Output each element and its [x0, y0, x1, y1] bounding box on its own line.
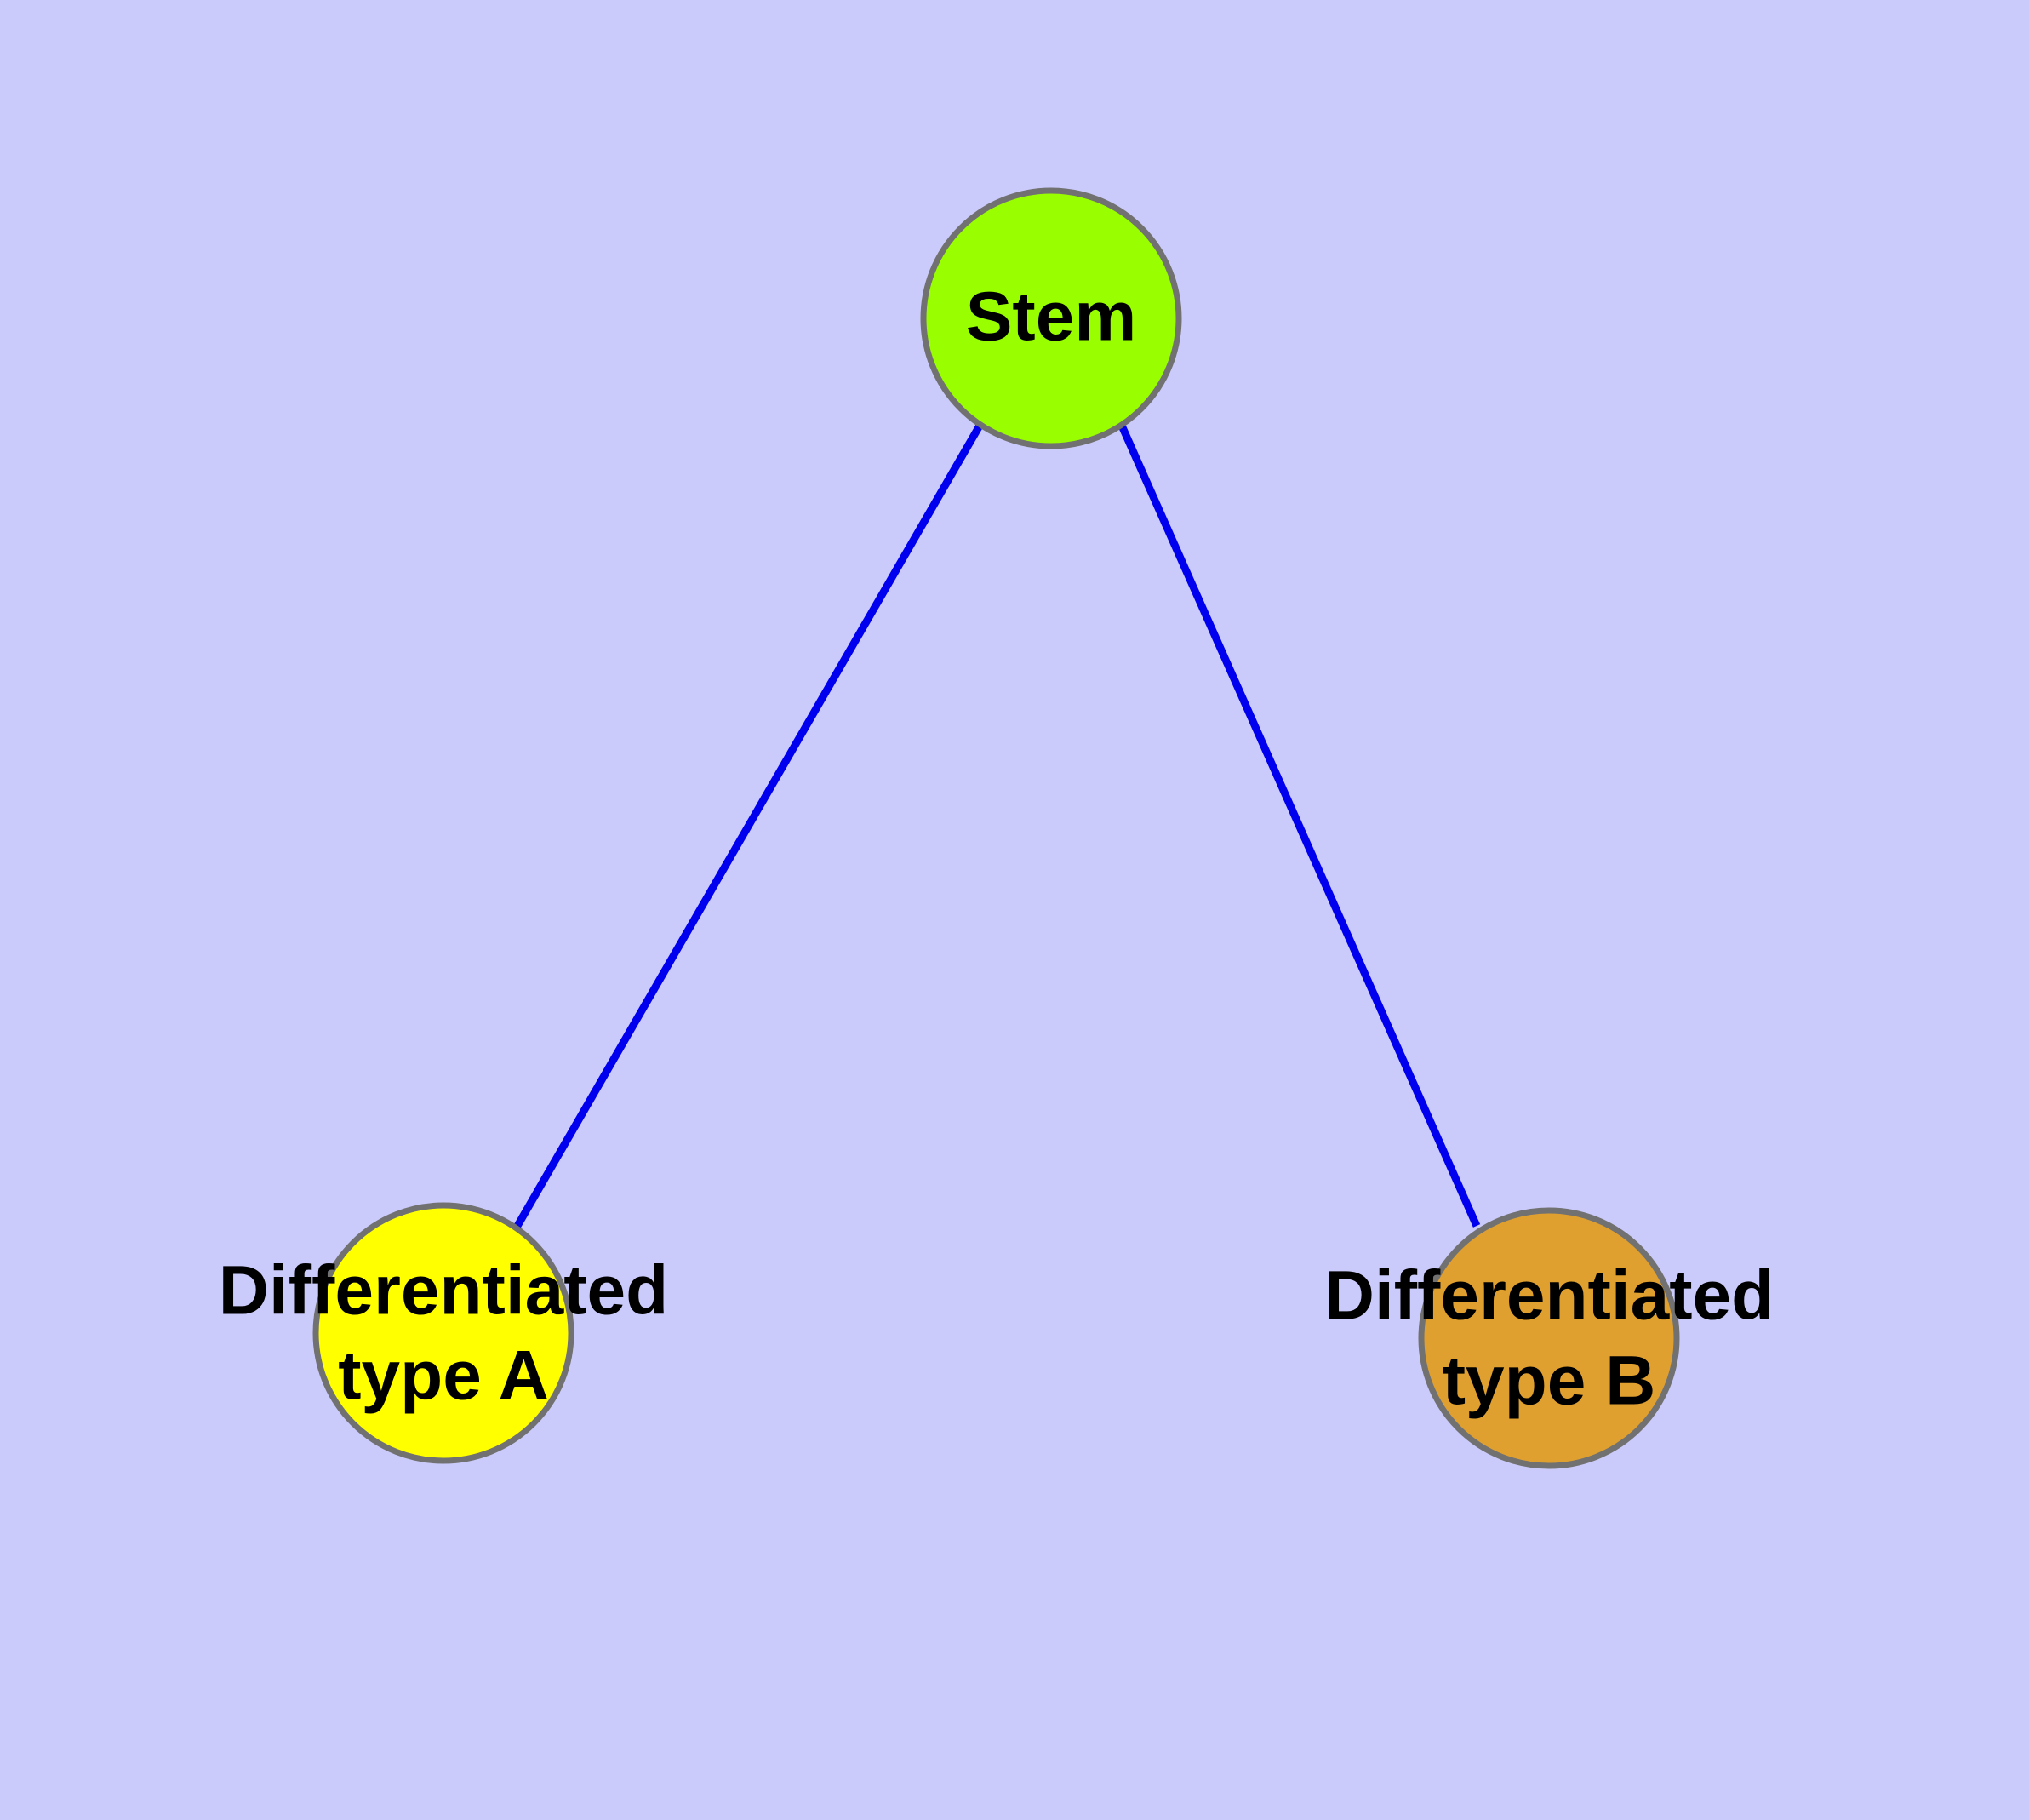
node-stem-circle[interactable] [920, 187, 1182, 449]
label-layer: Stem Differentiated type A Differentiate… [219, 278, 1775, 1420]
edge-stem-to-differentiated-type-b[interactable] [1117, 424, 1481, 1228]
node-differentiated-type-b-circle[interactable] [1418, 1207, 1680, 1469]
node-differentiated-type-b-label-line1: Differentiated [1324, 1257, 1775, 1335]
node-differentiated-type-b-label-line2: type B [1443, 1342, 1656, 1420]
node-differentiated-type-a-circle[interactable] [312, 1202, 574, 1464]
edge-stem-to-differentiated-type-a[interactable] [514, 423, 983, 1228]
edge-layer [514, 423, 1481, 1228]
node-stem-label: Stem [966, 278, 1137, 356]
node-differentiated-type-a-label-line1: Differentiated [219, 1252, 669, 1330]
node-layer [312, 187, 1680, 1469]
node-differentiated-type-a-label-line2: type A [338, 1337, 549, 1415]
